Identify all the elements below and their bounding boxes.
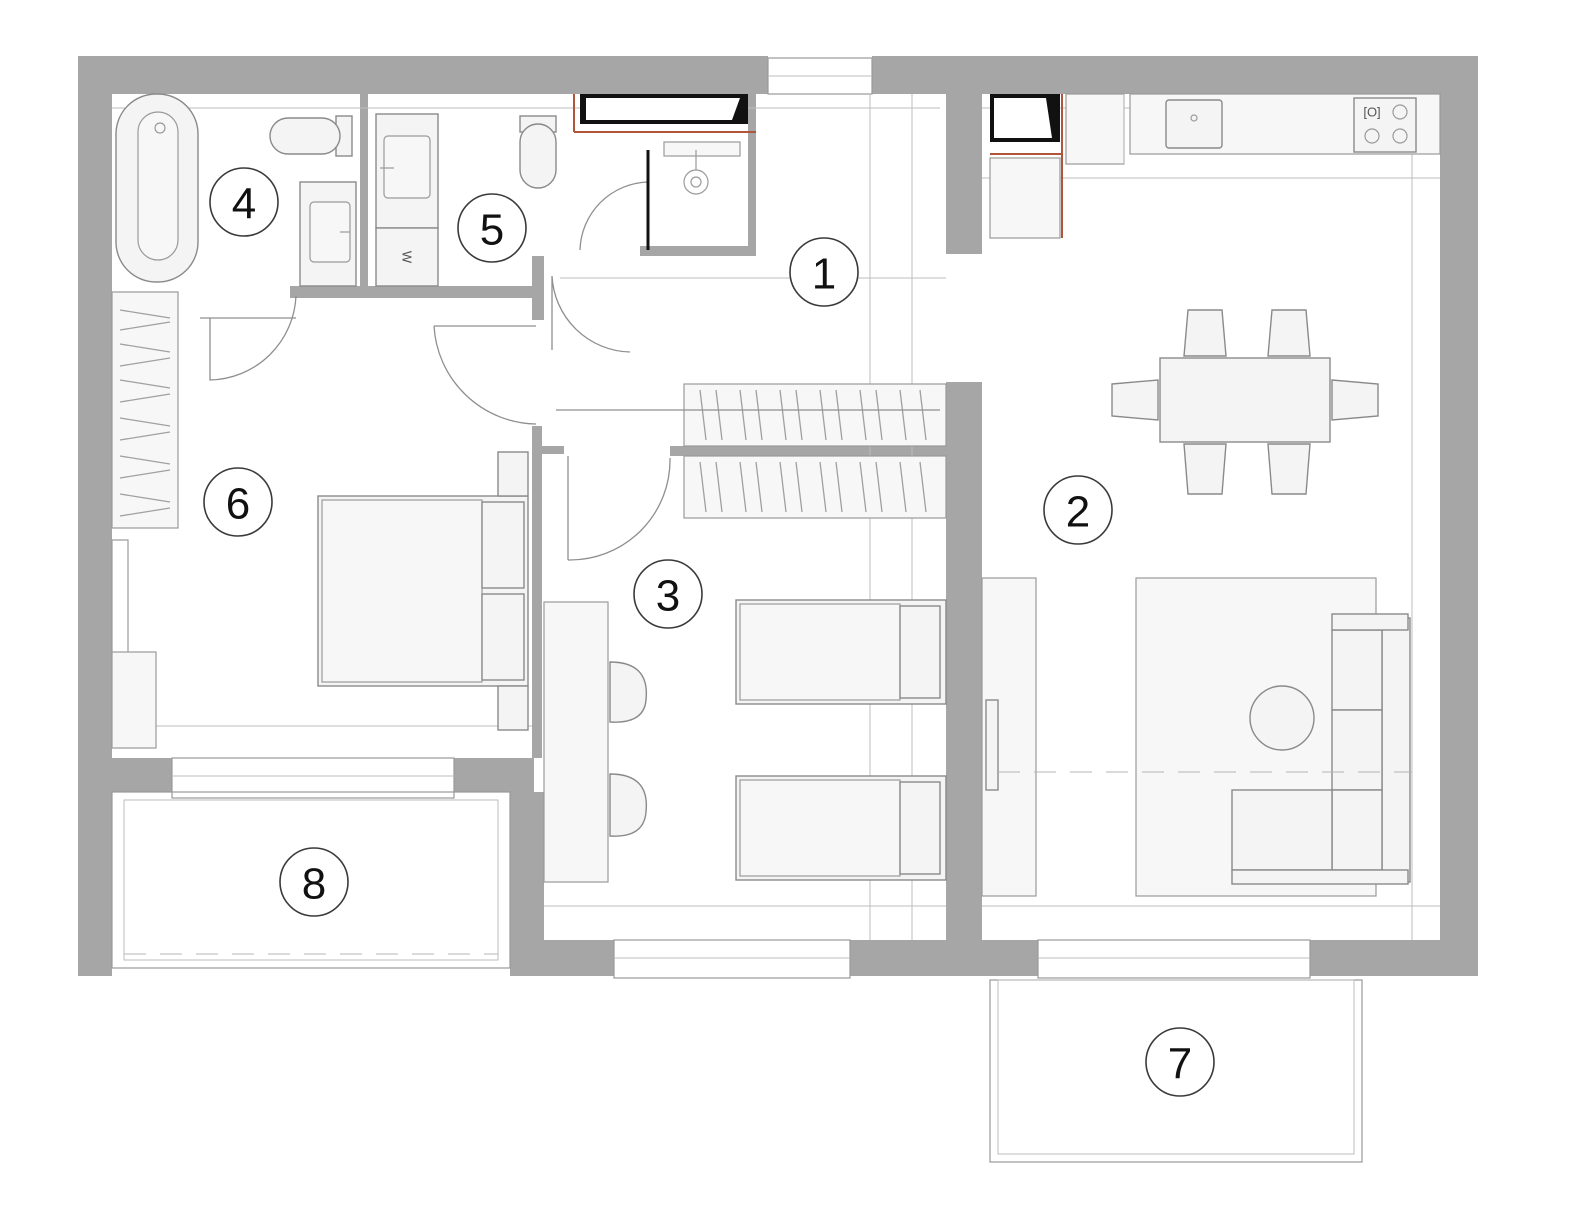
room-number: 7 (1168, 1040, 1192, 1089)
room-number: 3 (656, 572, 680, 621)
bedroom-6 (111, 291, 529, 749)
sofa-seat-1 (1331, 629, 1383, 711)
room-number: 4 (232, 180, 256, 229)
toilet-bowl-5 (519, 123, 557, 189)
room-label-7: 7 (1145, 1027, 1215, 1097)
room-label-5: 5 (457, 193, 527, 263)
toilet-bowl (269, 117, 341, 155)
pillow-2 (481, 593, 525, 681)
wardrobe-3b (683, 455, 947, 519)
washing-machine (375, 227, 439, 287)
wardrobe-3-hatch (699, 389, 927, 513)
interior-walls (290, 94, 982, 940)
living-area (981, 577, 1412, 897)
room-number: 1 (812, 250, 836, 299)
dining-set (1111, 309, 1379, 495)
windows (111, 57, 1311, 979)
desk-chair-1 (609, 661, 648, 723)
sofa-back (1381, 617, 1411, 883)
bedroom-3 (543, 383, 947, 883)
vanity-basin (383, 135, 431, 199)
nightstand-2 (497, 685, 529, 731)
desk-chair-2 (609, 773, 648, 837)
balcony-8 (111, 791, 511, 969)
exterior-walls (78, 56, 1478, 976)
balcony-7 (989, 979, 1363, 1163)
pillow-1 (481, 501, 525, 589)
sofa-seat-3 (1331, 789, 1383, 871)
room-number: 6 (226, 480, 250, 529)
room-label-6: 6 (203, 467, 273, 537)
washer-mark: W (400, 251, 415, 264)
bathroom-5: W (375, 94, 756, 287)
kitchen: [O] (989, 93, 1441, 239)
room-label-2: 2 (1043, 475, 1113, 545)
wardrobe-6 (111, 291, 179, 529)
tv (985, 699, 999, 791)
room-label-3: 3 (633, 559, 703, 629)
desk (543, 601, 609, 883)
bathroom-4 (115, 93, 357, 287)
room-number: 2 (1066, 488, 1090, 537)
room-labels: 1 2 3 4 5 6 7 8 (203, 167, 1215, 1097)
room-label-8: 8 (279, 847, 349, 917)
room-number: 8 (302, 860, 326, 909)
sofa-seat-2 (1331, 709, 1383, 791)
stove-mark: [O] (1363, 105, 1380, 120)
kitchen-sink (1165, 99, 1223, 149)
room-number: 5 (480, 206, 504, 255)
wardrobe-3a (683, 383, 947, 447)
nightstand-1 (497, 451, 529, 497)
dining-table (1159, 357, 1331, 443)
room-label-4: 4 (209, 167, 279, 237)
sofa-chaise (1231, 789, 1333, 871)
coffee-table (1249, 685, 1315, 751)
room-label-1: 1 (789, 237, 859, 307)
shower-drain (683, 169, 709, 195)
doors (200, 275, 940, 561)
